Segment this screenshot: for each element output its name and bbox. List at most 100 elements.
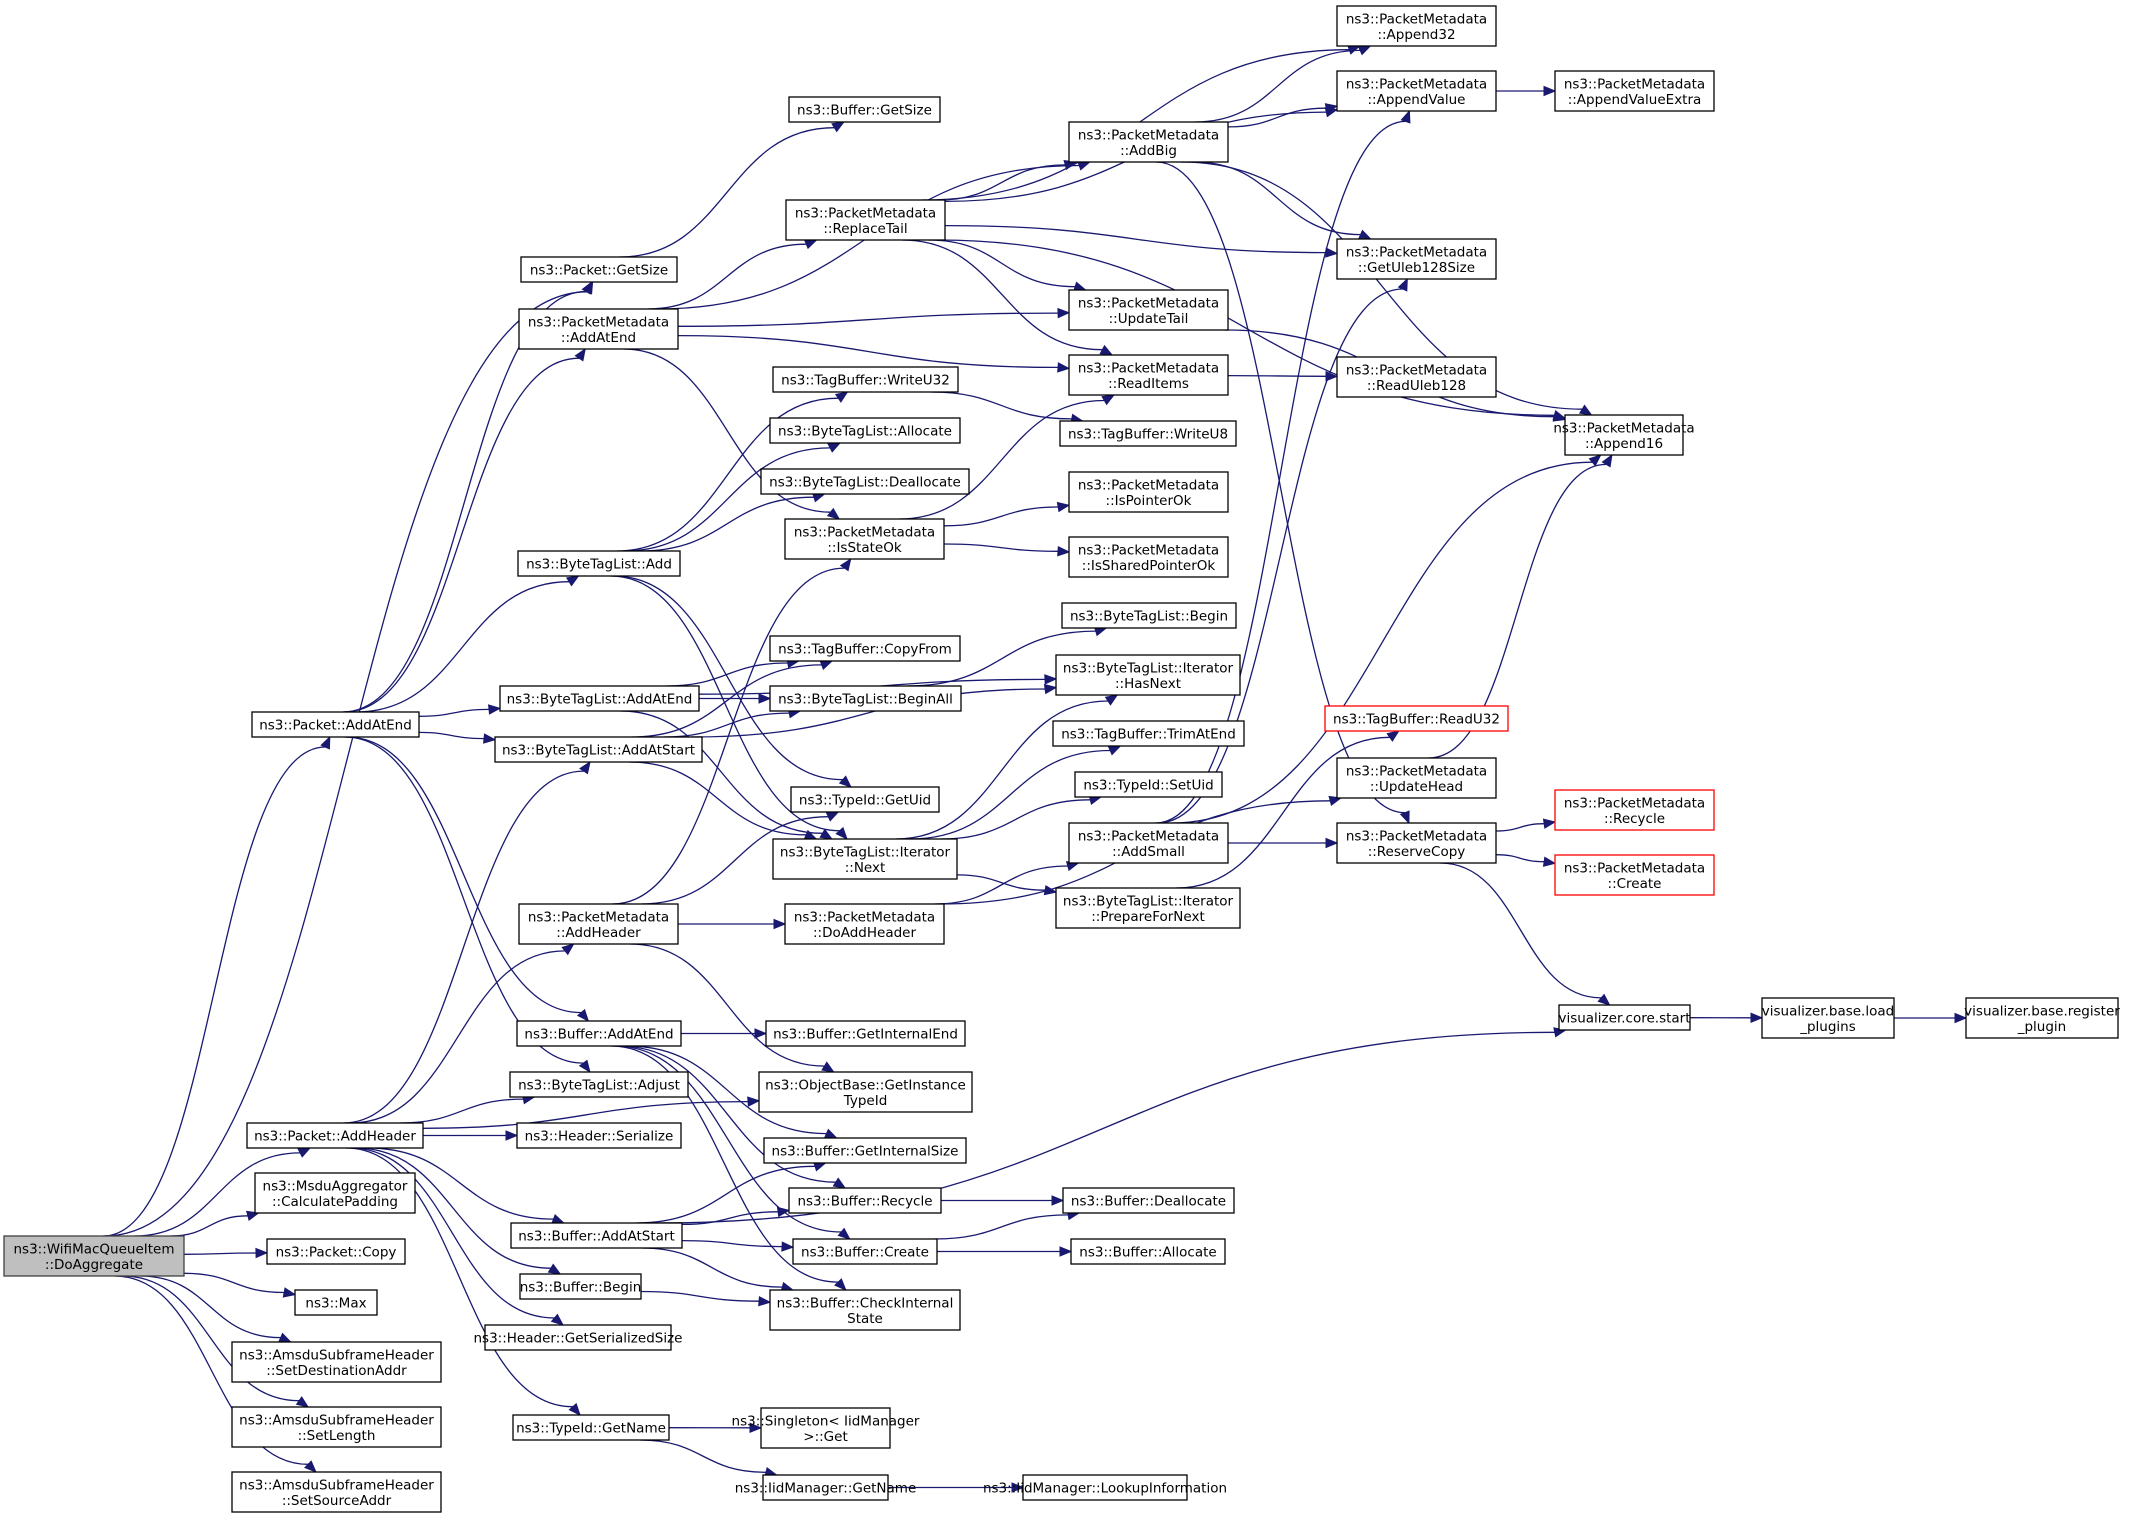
edge-line	[1171, 461, 1593, 824]
function-node[interactable]: ns3::Packet::AddHeader	[246, 1122, 424, 1149]
function-node[interactable]: ns3::Packet::GetSize	[520, 256, 678, 283]
function-node[interactable]: ns3::Buffer::AddAtEnd	[516, 1020, 682, 1047]
node-box	[772, 366, 959, 393]
edge-line	[342, 290, 587, 713]
function-node[interactable]: ns3::IidManager::GetName	[735, 1474, 917, 1501]
function-node[interactable]: ns3::Buffer::AddAtStart	[510, 1222, 683, 1249]
function-node[interactable]: ns3::PacketMetadata::AddAtEnd	[518, 308, 679, 350]
function-node[interactable]: ns3::TagBuffer::WriteU8	[1059, 420, 1237, 447]
function-node[interactable]: ns3::Buffer::Create	[792, 1238, 938, 1265]
function-node[interactable]: ns3::Buffer::Recycle	[788, 1187, 942, 1214]
function-node[interactable]: ns3::PacketMetadata::IsStateOk	[784, 518, 945, 560]
function-node[interactable]: ns3::ByteTagList::Deallocate	[760, 468, 970, 495]
function-node[interactable]: ns3::Header::Serialize	[516, 1122, 682, 1149]
arrowhead-icon	[1043, 683, 1058, 695]
node-box	[517, 550, 681, 577]
arrowhead-icon	[1057, 307, 1071, 319]
function-node[interactable]: ns3::PacketMetadata::AddBig	[1068, 121, 1229, 163]
function-node[interactable]: ns3::PacketMetadata::Append16	[1553, 414, 1695, 456]
arrowhead-icon	[550, 1313, 565, 1326]
function-node[interactable]: ns3::PacketMetadata::AddSmall	[1068, 822, 1229, 864]
function-node[interactable]: ns3::Singleton< IidManager>::Get	[732, 1407, 920, 1449]
function-node[interactable]: visualizer.base.load_plugins	[1761, 997, 1895, 1039]
function-node[interactable]: ns3::PacketMetadata::GetUleb128Size	[1336, 238, 1497, 280]
root-function-node[interactable]: ns3::WifiMacQueueItem::DoAggregate	[3, 1235, 185, 1277]
arrowhead-icon	[576, 1008, 590, 1023]
truncated-function-node[interactable]: ns3::PacketMetadata::Create	[1554, 854, 1715, 896]
node-box	[1336, 822, 1497, 864]
arrowhead-icon	[831, 121, 845, 133]
arrowhead-icon	[1357, 45, 1372, 56]
function-node[interactable]: ns3::PacketMetadata::IsPointerOk	[1068, 471, 1229, 513]
function-node[interactable]: ns3::Packet::AddAtEnd	[251, 711, 420, 738]
function-node[interactable]: ns3::Buffer::Allocate	[1070, 1238, 1226, 1265]
function-node[interactable]: ns3::ByteTagList::Adjust	[509, 1071, 689, 1098]
node-box	[788, 1187, 942, 1214]
node-box	[3, 1235, 185, 1277]
function-node[interactable]: ns3::Buffer::Begin	[519, 1273, 642, 1300]
function-node[interactable]: ns3::PacketMetadata::ReplaceTail	[785, 199, 946, 241]
function-node[interactable]: ns3::MsduAggregator::CalculatePadding	[254, 1172, 416, 1214]
function-node[interactable]: ns3::ByteTagList::AddAtStart	[494, 736, 703, 763]
truncated-function-node[interactable]: ns3::TagBuffer::ReadU32	[1324, 705, 1509, 732]
edge-line	[183, 1272, 285, 1294]
function-node[interactable]: ns3::TypeId::GetName	[512, 1414, 670, 1441]
function-node[interactable]: ns3::ByteTagList::Allocate	[769, 417, 961, 444]
function-node[interactable]: ns3::Max	[294, 1289, 378, 1316]
function-node[interactable]: ns3::PacketMetadata::UpdateTail	[1068, 289, 1229, 331]
function-node[interactable]: ns3::ByteTagList::Iterator::HasNext	[1055, 654, 1241, 696]
function-node[interactable]: ns3::IidManager::LookupInformation	[983, 1474, 1227, 1501]
function-node[interactable]: ns3::TypeId::SetUid	[1074, 771, 1223, 798]
truncated-function-node[interactable]: ns3::PacketMetadata::Recycle	[1554, 789, 1715, 831]
function-node[interactable]: ns3::PacketMetadata::AppendValueExtra	[1554, 70, 1715, 112]
function-node[interactable]: ns3::PacketMetadata::IsSharedPointerOk	[1068, 536, 1229, 578]
function-node[interactable]: ns3::PacketMetadata::DoAddHeader	[784, 903, 945, 945]
call-edge	[677, 334, 1071, 373]
function-node[interactable]: ns3::ByteTagList::Begin	[1061, 602, 1237, 629]
call-edge	[620, 710, 834, 840]
function-node[interactable]: ns3::PacketMetadata::ReadItems	[1068, 354, 1229, 396]
function-node[interactable]: ns3::Buffer::GetInternalSize	[763, 1137, 967, 1164]
function-node[interactable]: ns3::TypeId::GetUid	[790, 786, 940, 813]
arrowhead-icon	[483, 733, 497, 744]
node-label: _plugins	[1799, 1019, 1856, 1035]
node-box	[784, 903, 945, 945]
edge-line	[122, 1275, 300, 1402]
function-node[interactable]: ns3::ByteTagList::Add	[517, 550, 681, 577]
function-node[interactable]: ns3::PacketMetadata::UpdateHead	[1336, 757, 1497, 799]
function-node[interactable]: ns3::AmsduSubframeHeader::SetDestination…	[231, 1341, 442, 1383]
function-node[interactable]: ns3::Header::GetSerializedSize	[474, 1324, 683, 1351]
edge-line	[343, 357, 580, 713]
function-node[interactable]: ns3::PacketMetadata::ReserveCopy	[1336, 822, 1497, 864]
function-node[interactable]: ns3::TagBuffer::TrimAtEnd	[1052, 720, 1245, 747]
function-node[interactable]: ns3::PacketMetadata::Append32	[1336, 5, 1497, 47]
function-node[interactable]: ns3::Buffer::Deallocate	[1062, 1187, 1235, 1214]
function-node[interactable]: ns3::TagBuffer::WriteU32	[772, 366, 959, 393]
function-node[interactable]: ns3::ByteTagList::Iterator::Next	[772, 838, 958, 880]
function-node[interactable]: ns3::PacketMetadata::ReadUleb128	[1336, 356, 1497, 398]
function-node[interactable]: ns3::Buffer::GetSize	[788, 96, 941, 123]
function-node[interactable]: ns3::ByteTagList::BeginAll	[769, 685, 962, 712]
call-edge	[681, 1239, 795, 1252]
edge-line	[349, 1147, 555, 1319]
function-node[interactable]: ns3::ByteTagList::Iterator::PrepareForNe…	[1055, 887, 1241, 929]
function-node[interactable]: ns3::AmsduSubframeHeader::SetLength	[231, 1406, 442, 1448]
function-node[interactable]: ns3::PacketMetadata::AddHeader	[518, 903, 679, 945]
function-node[interactable]: visualizer.base.register_plugin	[1964, 997, 2120, 1039]
function-node[interactable]: ns3::AmsduSubframeHeader::SetSourceAddr	[231, 1471, 442, 1513]
function-node[interactable]: ns3::TagBuffer::CopyFrom	[769, 635, 961, 662]
call-edge	[133, 1147, 312, 1237]
function-node[interactable]: ns3::Buffer::GetInternalEnd	[765, 1020, 966, 1047]
node-label: ns3::PacketMetadata	[1078, 542, 1219, 558]
function-node[interactable]: ns3::Packet::Copy	[266, 1238, 406, 1265]
call-edge	[1495, 854, 1557, 867]
call-edge	[1893, 1012, 1968, 1024]
function-node[interactable]: visualizer.core.start	[1558, 1004, 1691, 1031]
arrowhead-icon	[295, 1396, 310, 1408]
function-node[interactable]: ns3::ByteTagList::AddAtEnd	[499, 685, 700, 712]
node-box	[1564, 414, 1684, 456]
function-node[interactable]: ns3::PacketMetadata::AppendValue	[1336, 70, 1497, 112]
node-box	[1965, 997, 2119, 1039]
